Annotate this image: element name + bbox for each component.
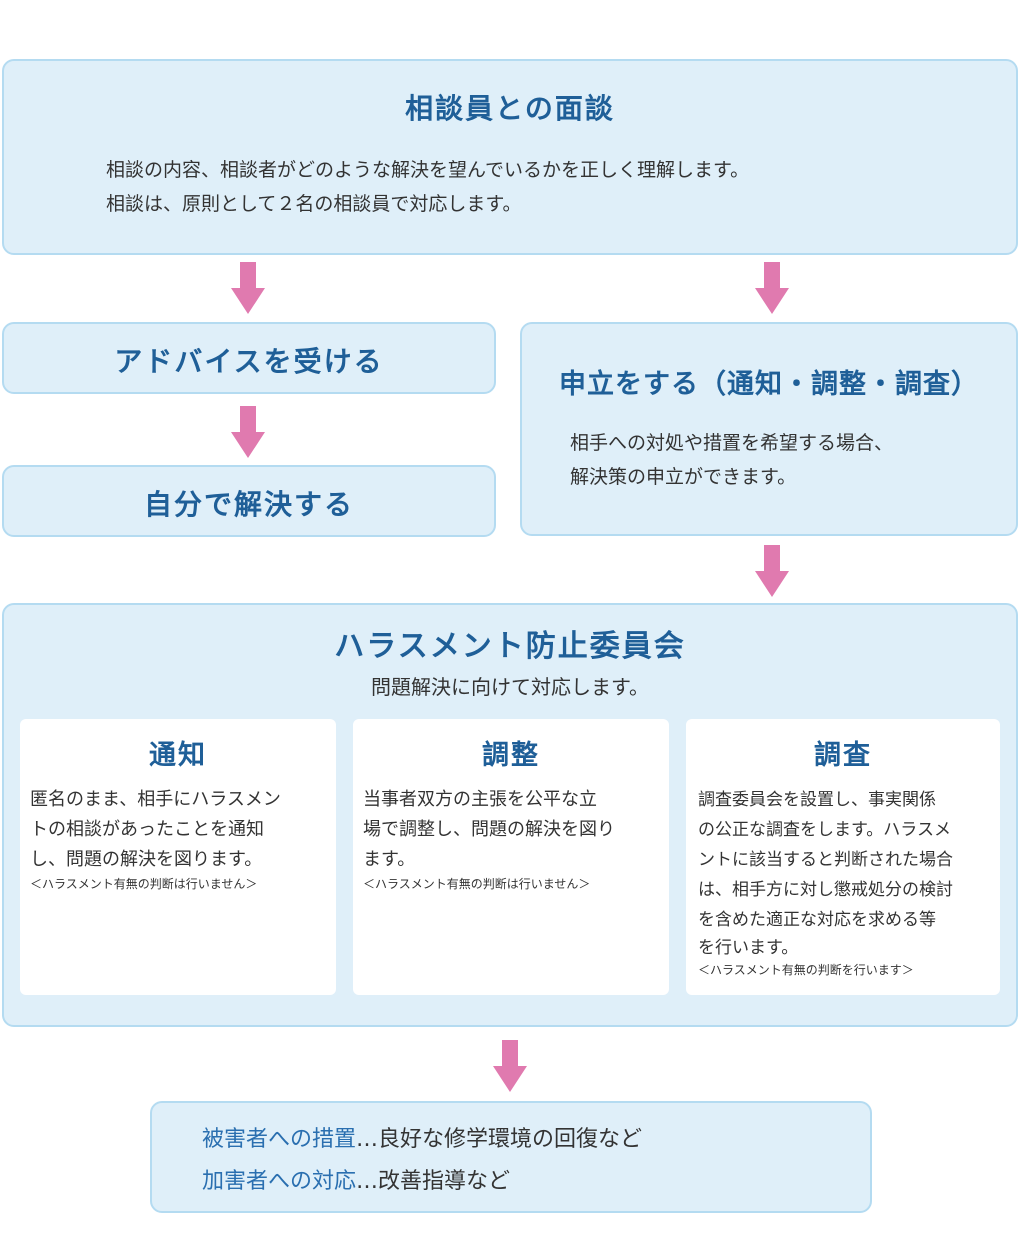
card-adjustment-line: 当事者双方の主張を公平な立 [363, 789, 597, 810]
interview-title: 相談員との面談 [405, 92, 615, 125]
advice-title: アドバイスを受ける [114, 345, 384, 378]
interview-box: 相談員との面談 相談の内容、相談者がどのような解決を望んでいるかを正しく理解しま… [2, 59, 1018, 255]
card-investigation-line: を行います。 [698, 938, 799, 958]
outcome-victim-text: …良好な修学環境の回復など [356, 1127, 643, 1152]
card-investigation-line: 調査委員会を設置し、事実関係 [698, 790, 936, 810]
card-notice: 通知 匿名のまま、相手にハラスメン トの相談があったことを通知 し、問題の解決を… [20, 719, 336, 995]
arrow-down-icon [231, 262, 265, 314]
advice-box: アドバイスを受ける [2, 322, 496, 394]
petition-line-1: 相手への対処や措置を希望する場合、 [570, 432, 894, 454]
interview-line-2: 相談は、原則として２名の相談員で対応します。 [106, 193, 522, 215]
petition-box: 申立をする（通知・調整・調査） 相手への対処や措置を希望する場合、 解決策の申立… [520, 322, 1018, 536]
card-investigation-line: を含めた適正な対応を求める等 [698, 910, 936, 930]
outcome-box: 被害者への措置…良好な修学環境の回復など 加害者への対応…改善指導など [150, 1101, 872, 1213]
arrow-down-icon [755, 545, 789, 597]
card-adjustment-note: ＜ハラスメント有無の判断は行いません＞ [363, 877, 591, 891]
card-investigation-note: ＜ハラスメント有無の判断を行います＞ [698, 963, 914, 977]
card-investigation-line: ントに該当すると判断された場合 [698, 850, 953, 870]
committee-box: ハラスメント防止委員会 問題解決に向けて対応します。 通知 匿名のまま、相手にハ… [2, 603, 1018, 1027]
outcome-victim-label: 被害者への措置 [202, 1127, 357, 1152]
card-adjustment: 調整 当事者双方の主張を公平な立 場で調整し、問題の解決を図り ます。 ＜ハラス… [353, 719, 669, 995]
committee-title: ハラスメント防止委員会 [334, 629, 686, 664]
card-adjustment-line: ます。 [363, 849, 416, 870]
card-notice-body: 匿名のまま、相手にハラスメン トの相談があったことを通知 し、問題の解決を図りま… [30, 785, 330, 893]
petition-description: 相手への対処や措置を希望する場合、 解決策の申立ができます。 [570, 426, 893, 494]
card-notice-line: 匿名のまま、相手にハラスメン [30, 789, 281, 810]
arrow-down-icon [493, 1040, 527, 1092]
outcome-perpetrator-text: …改善指導など [356, 1169, 511, 1194]
petition-title: 申立をする（通知・調整・調査） [559, 369, 979, 400]
outcome-item-perpetrator: 加害者への対応…改善指導など [202, 1161, 642, 1203]
card-adjustment-body: 当事者双方の主張を公平な立 場で調整し、問題の解決を図り ます。 ＜ハラスメント… [363, 785, 663, 893]
card-notice-title: 通知 [149, 740, 207, 771]
arrow-down-icon [231, 406, 265, 458]
self-resolve-title: 自分で解決する [143, 488, 354, 521]
card-investigation-title: 調査 [814, 740, 872, 771]
card-notice-line: し、問題の解決を図ります。 [30, 849, 263, 870]
committee-subtitle: 問題解決に向けて対応します。 [371, 675, 649, 699]
petition-line-2: 解決策の申立ができます。 [570, 466, 797, 488]
outcome-perpetrator-label: 加害者への対応 [202, 1169, 357, 1194]
interview-line-1: 相談の内容、相談者がどのような解決を望んでいるかを正しく理解します。 [106, 159, 750, 181]
card-adjustment-title: 調整 [482, 740, 540, 771]
outcome-item-victim: 被害者への措置…良好な修学環境の回復など [202, 1119, 642, 1161]
interview-description: 相談の内容、相談者がどのような解決を望んでいるかを正しく理解します。 相談は、原… [106, 153, 749, 221]
card-investigation-body: 調査委員会を設置し、事実関係 の公正な調査をします。ハラスメ ントに該当すると判… [698, 785, 994, 979]
card-notice-note: ＜ハラスメント有無の判断は行いません＞ [30, 877, 258, 891]
card-adjustment-line: 場で調整し、問題の解決を図り [363, 819, 615, 840]
self-resolve-box: 自分で解決する [2, 465, 496, 537]
card-investigation-line: の公正な調査をします。ハラスメ [698, 820, 951, 840]
outcome-list: 被害者への措置…良好な修学環境の回復など 加害者への対応…改善指導など [202, 1119, 642, 1203]
arrow-down-icon [755, 262, 789, 314]
card-investigation: 調査 調査委員会を設置し、事実関係 の公正な調査をします。ハラスメ ントに該当す… [686, 719, 1000, 995]
card-investigation-line: は、相手方に対し懲戒処分の検討 [698, 880, 953, 900]
card-notice-line: トの相談があったことを通知 [30, 819, 264, 840]
